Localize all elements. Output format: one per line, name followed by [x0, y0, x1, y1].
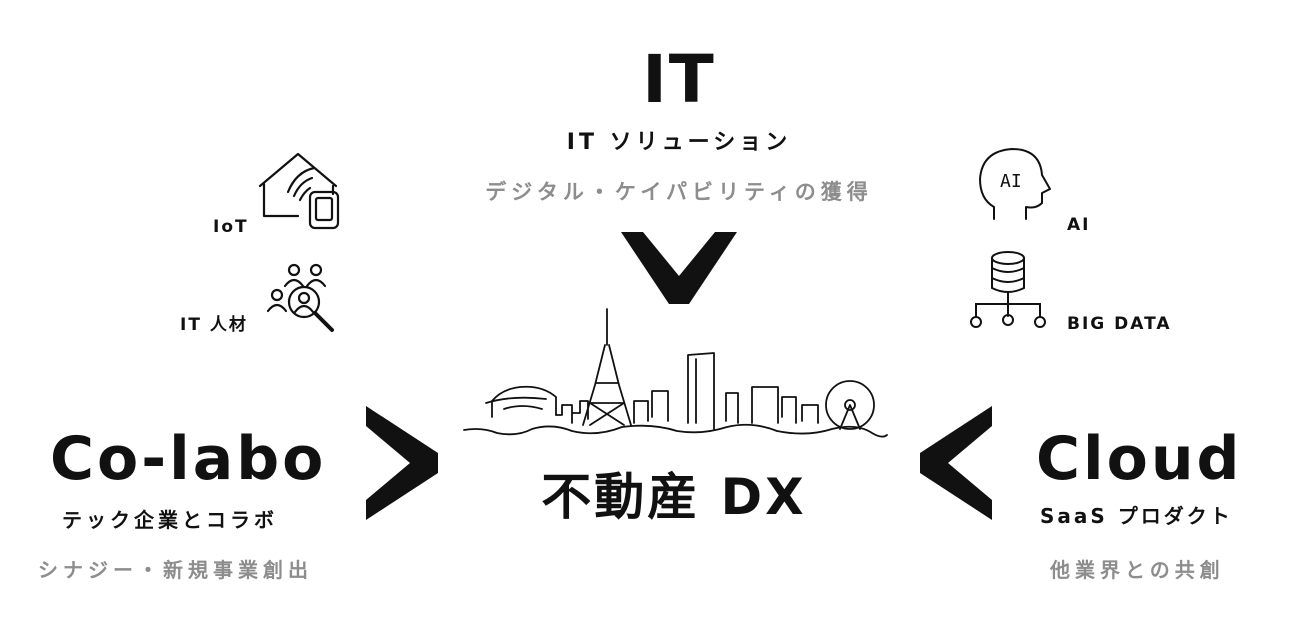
iot-label: IoT	[213, 216, 249, 238]
cloud-subtitle: SaaS プロダクト	[1040, 502, 1233, 530]
it-title: IT	[579, 40, 779, 120]
real-estate-dx-title: 不動産 DX	[474, 462, 874, 532]
people-search-icon	[264, 258, 340, 336]
chevron-down-icon	[621, 232, 737, 304]
city-skyline-icon	[462, 305, 892, 445]
it-talent-label: IT 人材	[180, 314, 248, 336]
it-caption: デジタル・ケイパビリティの獲得	[429, 177, 929, 207]
svg-text:AI: AI	[1000, 171, 1022, 192]
big-data-label: BIG DATA	[1067, 313, 1172, 335]
cloud-title: Cloud	[1036, 424, 1242, 494]
iot-house-device-icon	[258, 150, 342, 232]
colabo-subtitle: テック企業とコラボ	[62, 506, 278, 534]
ai-label: AI	[1067, 214, 1090, 236]
database-icon	[966, 248, 1050, 332]
it-subtitle: IT ソリューション	[479, 128, 879, 158]
chevron-left-icon	[920, 406, 992, 520]
colabo-caption: シナジー・新規事業創出	[38, 556, 313, 584]
ai-head-icon: AI	[976, 145, 1056, 225]
cloud-caption: 他業界との共創	[1050, 556, 1225, 584]
chevron-right-icon	[366, 406, 438, 520]
colabo-title: Co-labo	[50, 424, 326, 494]
